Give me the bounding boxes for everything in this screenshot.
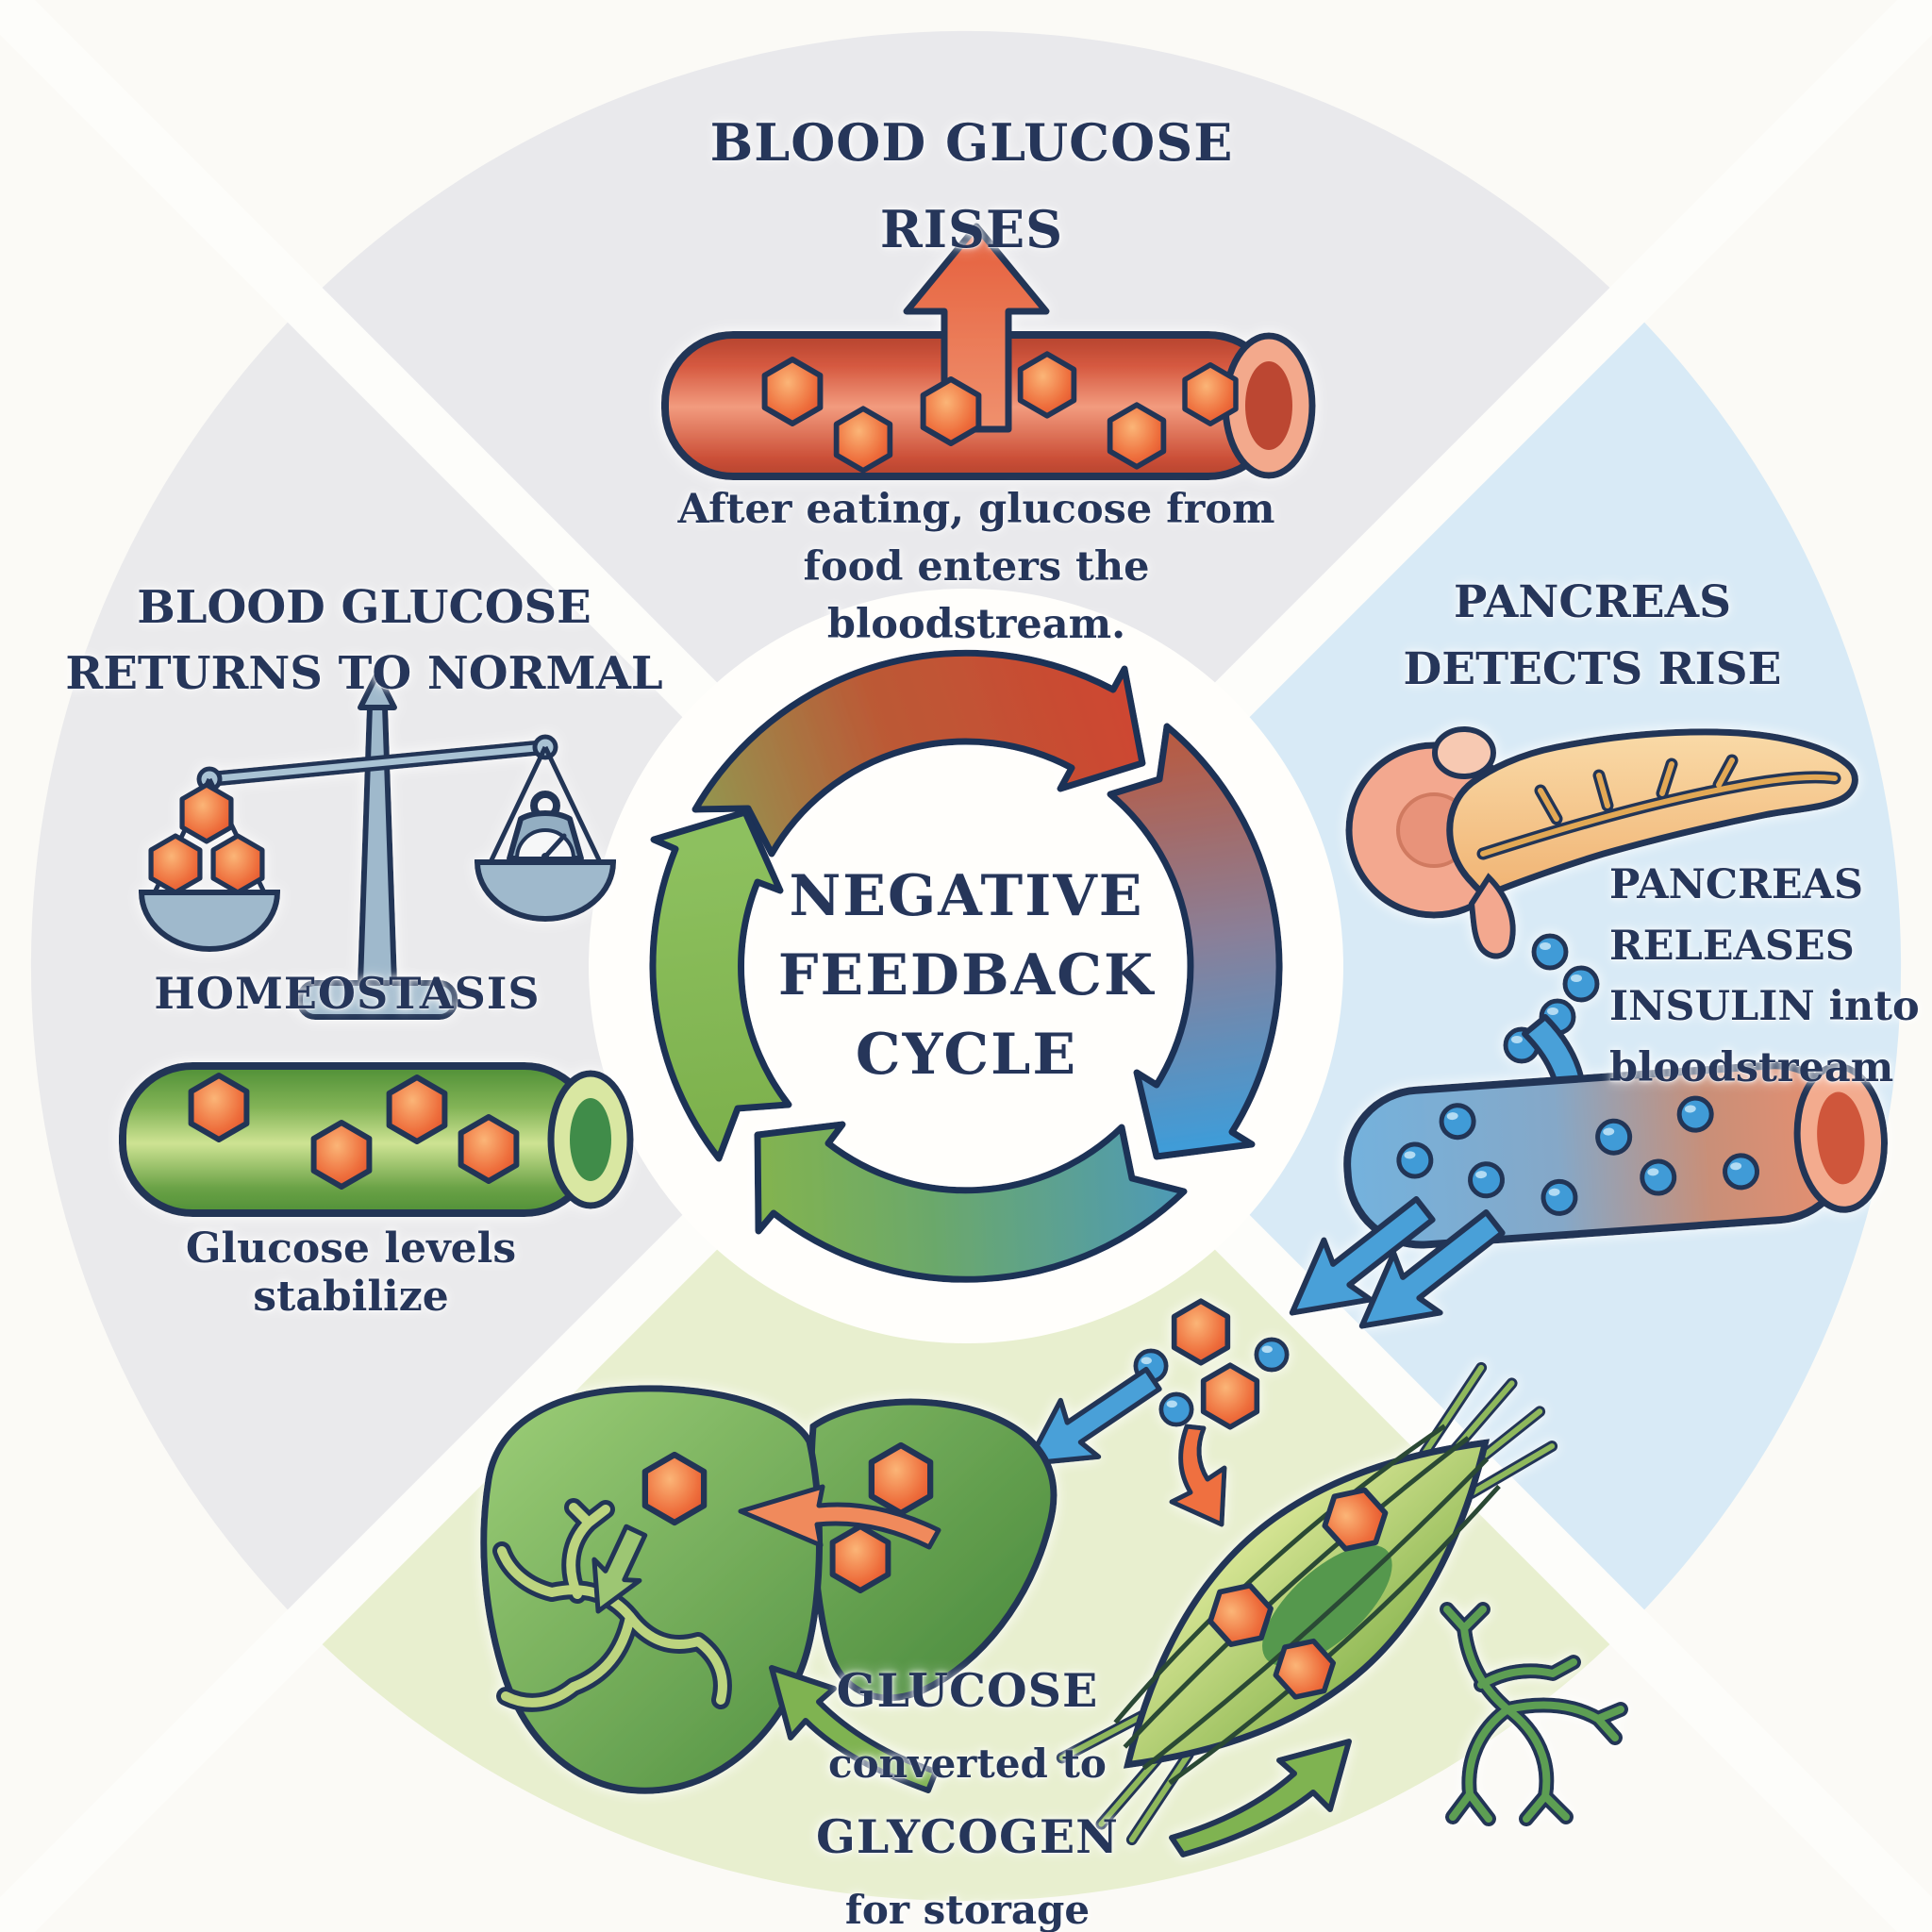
scale-finial [358, 671, 397, 710]
homeostasis-illustration [119, 671, 634, 1217]
blood-glucose-rises-illustration [661, 223, 1316, 480]
insulin-blood-vessel [1343, 1061, 1889, 1249]
homeostasis-label: HOMEOSTASIS [154, 968, 541, 1019]
pancreas-tail-drip [1468, 873, 1516, 959]
top-section-title: BLOOD GLUCOSE RISES [709, 112, 1234, 259]
scale-pan-left [138, 890, 281, 952]
sector-right [966, 305, 1902, 1627]
liver-uptake-arrow [769, 1665, 939, 1793]
sector-top [305, 30, 1627, 967]
left-section-title: BLOOD GLUCOSE RETURNS TO NORMAL [65, 581, 663, 700]
pancreatic-duct [1476, 754, 1841, 860]
vessel-lumen [1245, 361, 1292, 450]
cycle-arrow-green-left [649, 808, 792, 1162]
sector-left [30, 305, 967, 1627]
blood-glucose-up-arrow [903, 223, 1050, 433]
bottom-caption-line: GLYCOGEN [816, 1809, 1119, 1865]
cycle-arrows [649, 649, 1283, 1283]
arrow-to-muscle [1169, 1424, 1227, 1527]
glucose-storage-illustration [480, 1301, 1628, 1857]
balance-scale-icon [138, 671, 617, 1020]
muscle-striations [1113, 1424, 1501, 1785]
right-section-title: PANCREAS DETECTS RISE [1403, 576, 1782, 695]
top-section-caption: After eating, glucose from food enters t… [677, 486, 1275, 649]
muscle-fiber-strands [1056, 1361, 1558, 1846]
duodenum-opening [1432, 726, 1496, 779]
cycle-arrow-red [691, 649, 1146, 858]
glycogen-branch-icon [1440, 1602, 1628, 1826]
pancreas-detects-rise-illustration [1269, 726, 1889, 1356]
bottom-caption-line: for storage [844, 1887, 1091, 1932]
cycle-arrow-green-bottom [754, 1121, 1188, 1283]
muscle-nucleus [1262, 1544, 1392, 1666]
weight-gauge [514, 828, 576, 860]
cycle-title: NEGATIVE FEEDBACK CYCLE [777, 863, 1156, 1088]
scale-pan-right [474, 859, 617, 922]
green-blood-vessel [119, 1062, 634, 1217]
pancreas-icon [1446, 728, 1858, 897]
glucose-transfer-arrow [738, 1484, 941, 1550]
scale-base [297, 980, 458, 1020]
insulin-release-label: PANCREAS RELEASES INSULIN into bloodstre… [1609, 861, 1920, 1091]
scale-weight [507, 791, 584, 861]
muscle-uptake-arrow [1169, 1739, 1352, 1857]
liver-icon [480, 1385, 1058, 1794]
bottom-caption-line: converted to [828, 1740, 1107, 1788]
muscle-cell-icon [1056, 1361, 1558, 1846]
cycle-arrow-blue [1107, 723, 1283, 1160]
left-section-caption: Glucose levels stabilize [185, 1224, 517, 1321]
bottom-caption-line: GLUCOSE [836, 1663, 1099, 1719]
bottom-section-caption: GLUCOSE converted to GLYCOGEN for storag… [753, 1643, 1182, 1932]
